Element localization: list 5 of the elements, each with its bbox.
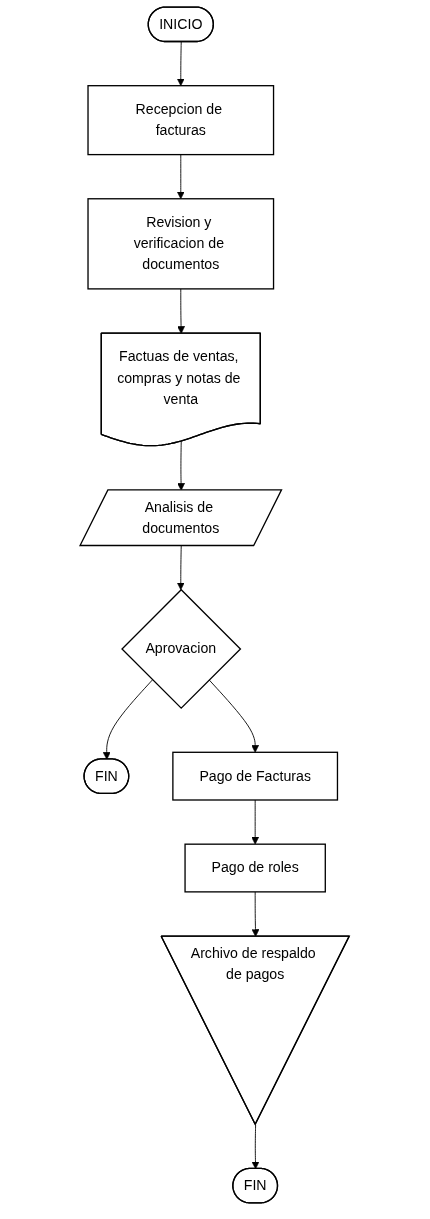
node-box: Pago de Facturas bbox=[172, 751, 339, 801]
node-box: Revision y verificacion de documentos bbox=[87, 198, 275, 290]
node-diamond: Aprovacion bbox=[121, 588, 242, 710]
node-box: Pago de roles bbox=[184, 843, 327, 893]
node-box: Recepcion de facturas bbox=[87, 85, 275, 156]
